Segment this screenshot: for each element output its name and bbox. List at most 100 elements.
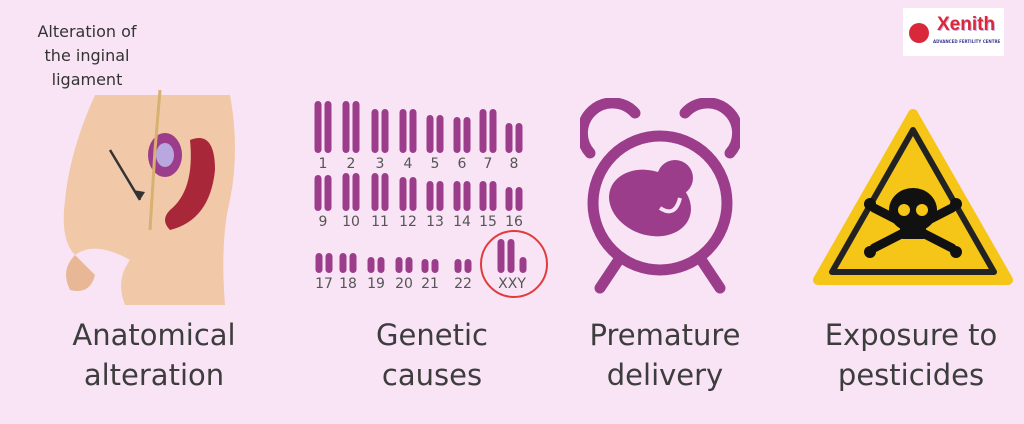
chromosome-label: 5 [430,156,440,172]
chromosome-pair-20 [395,257,413,273]
chromosome-pair-17 [315,253,333,273]
caption-anatomical: Anatomical alteration [34,315,274,395]
chromosome-pair-13 [426,181,444,211]
chromosome [314,175,322,211]
chromosome [381,173,389,211]
chromosome-pair-12 [399,177,417,211]
chromosome [377,257,385,273]
chromosome-pair-XXY [497,239,527,273]
chromosome-label: 3 [375,156,385,172]
chromosome [342,101,350,153]
chromosome-pair-8 [505,123,523,153]
chromosome [489,181,497,211]
chromosome [497,239,505,273]
chromosome [371,109,379,153]
chromosome-pair-21 [421,259,439,273]
chromosome-label: 16 [505,214,523,230]
chromosome [519,257,527,273]
chromosome-pair-6 [453,117,471,153]
chromosome [367,257,375,273]
chromosome-label: 1 [318,156,328,172]
chromosome-label: 6 [457,156,467,172]
chromosome [426,115,434,153]
chromosome [464,259,472,273]
chromosome-pair-14 [453,181,471,211]
caption-line: Genetic [376,318,488,352]
caption-line: Premature [589,318,741,352]
caption-premature: Premature delivery [545,315,785,395]
chromosome [399,109,407,153]
chromosome [453,117,461,153]
chromosome-label: XXY [498,276,526,292]
chromosome [479,109,487,153]
chromosome-label: 13 [426,214,444,230]
chromosome [421,259,429,273]
chromosome-pair-1 [314,101,332,153]
chromosome-pair-11 [371,173,389,211]
logo-brand: Xenith [937,14,996,35]
chromosome-label: 2 [346,156,356,172]
chromosome-label: 15 [479,214,497,230]
chromosome-label: 12 [399,214,417,230]
chromosome [426,181,434,211]
chromosome [436,115,444,153]
chromosome [515,187,523,211]
chromosome-pair-19 [367,257,385,273]
logo-tagline: ADVANCED FERTILITY CENTRE [933,39,1001,44]
caption-line: delivery [606,358,724,392]
chromosome [515,123,523,153]
chromosome [324,175,332,211]
xenith-logo: Xenith ADVANCED FERTILITY CENTRE [903,8,1004,56]
chromosome [324,101,332,153]
chromosome [409,177,417,211]
alarm-clock-fetus-icon [580,98,740,294]
chromosome-label: 11 [371,214,389,230]
chromosome [409,109,417,153]
caption-line: causes [381,358,483,392]
chromosome [405,257,413,273]
caption-line: Anatomical [72,318,236,352]
caption-line: pesticides [837,358,985,392]
chromosome [436,181,444,211]
chromosome-pair-16 [505,187,523,211]
xxy-highlight-circle [480,230,548,298]
chromosome [352,101,360,153]
chromosome [349,253,357,273]
chromosome-pair-5 [426,115,444,153]
chromosome-label: 10 [342,214,360,230]
chromosome [352,173,360,211]
chromosome [339,253,347,273]
chromosome [371,173,379,211]
chromosome [454,259,462,273]
chromosome [431,259,439,273]
toxic-warning-icon [813,109,1013,285]
chromosome-label: 22 [454,276,472,292]
chromosome-pair-7 [479,109,497,153]
chromosome-pair-10 [342,173,360,211]
chromosome [453,181,461,211]
chromosome [399,177,407,211]
caption-genetic: Genetic causes [312,315,552,395]
chromosome-pair-4 [399,109,417,153]
anatomy-illustration [63,90,235,305]
chromosome [463,181,471,211]
chromosome-label: 17 [315,276,333,292]
chromosome [507,239,515,273]
anatomy-annotation: Alteration of the inginal ligament [37,22,137,89]
caption-line: alteration [83,358,225,392]
chromosome-label: 19 [367,276,385,292]
logo-emblem-icon [909,23,929,43]
chromosome-label: 9 [318,214,328,230]
chromosome [315,253,323,273]
chromosome [314,101,322,153]
chromosome-label: 7 [483,156,493,172]
chromosome-pair-9 [314,175,332,211]
chromosome-label: 20 [395,276,413,292]
chromosome-label: 8 [509,156,519,172]
chromosome [342,173,350,211]
chromosome [505,187,513,211]
chromosome-pair-3 [371,109,389,153]
chromosome [381,109,389,153]
caption-line: Exposure to [824,318,998,352]
